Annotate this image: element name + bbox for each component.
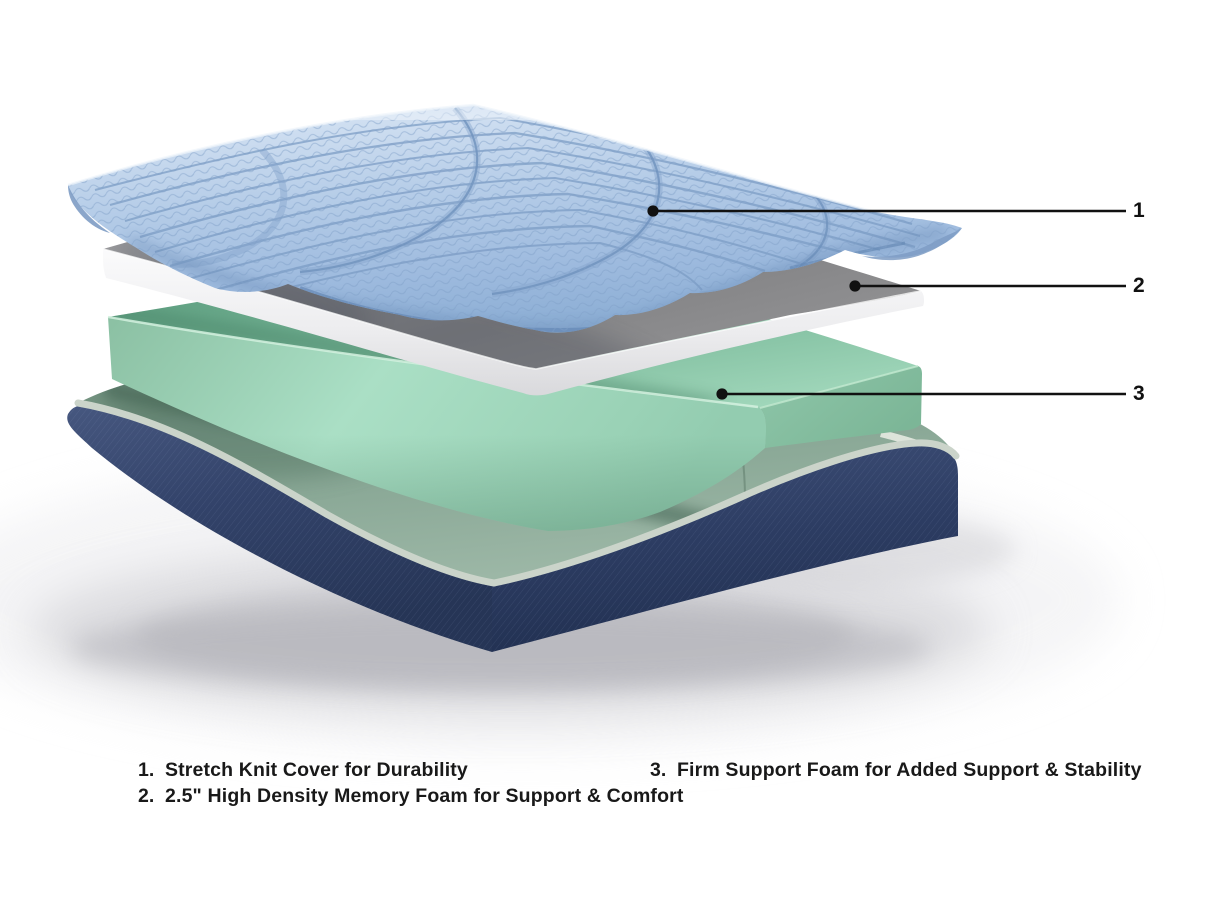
memory-foam-front-edge-highlight	[102, 248, 922, 370]
memory-foam-white-edge	[103, 249, 924, 396]
callout-dot-2	[849, 280, 861, 292]
legend-item-number: 3.	[650, 759, 667, 781]
legend-item-memory-foam: 2. 2.5" High Density Memory Foam for Sup…	[138, 783, 684, 809]
legend-item-number: 2.	[138, 785, 155, 807]
callout-number-1: 1	[1133, 199, 1146, 222]
legend-left-column: 1. Stretch Knit Cover for Durability 2. …	[138, 757, 684, 809]
knit-cover-top-edge-highlight	[67, 103, 873, 213]
callout-number-3: 3	[1133, 382, 1146, 405]
knit-cover-right-curl	[862, 228, 962, 261]
legend-item-text: Stretch Knit Cover for Durability	[165, 759, 468, 781]
callout-number-2: 2	[1133, 274, 1146, 297]
base-piping-left	[74, 399, 498, 587]
legend-item-text: Firm Support Foam for Added Support & St…	[677, 759, 1142, 781]
legend-right-column: 3. Firm Support Foam for Added Support &…	[650, 757, 1142, 783]
legend-item-text: 2.5" High Density Memory Foam for Suppor…	[165, 785, 684, 807]
callouts	[647, 205, 1126, 400]
support-foam-front-shading	[108, 317, 766, 531]
callout-dot-3	[716, 388, 728, 400]
base-piping-right	[490, 439, 960, 587]
legend-item-cover: 1. Stretch Knit Cover for Durability	[138, 757, 684, 783]
legend-item-number: 1.	[138, 759, 155, 781]
callout-dot-1	[647, 205, 659, 217]
support-foam-right-edge-highlight	[759, 365, 919, 409]
support-foam-right-face	[760, 366, 922, 448]
knit-cover-left-curl	[68, 185, 110, 233]
legend-item-support-foam: 3. Firm Support Foam for Added Support &…	[650, 757, 1142, 783]
